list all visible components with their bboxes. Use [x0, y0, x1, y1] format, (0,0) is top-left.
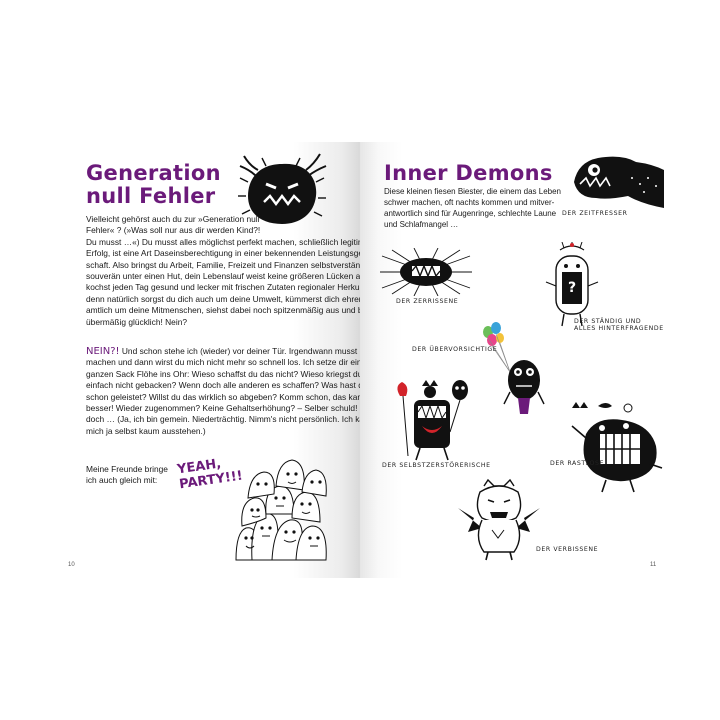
fuzzy-monster-icon: [238, 153, 327, 224]
left-page-title: Generation null Fehler: [86, 161, 221, 208]
svg-text:?: ?: [568, 280, 576, 296]
book-spread: Generation null Fehler Vielleicht gehörs…: [56, 142, 664, 578]
label-zeitfresser: DER ZEITFRESSER: [562, 210, 628, 217]
questioning-creature: ?: [545, 242, 599, 327]
nein-paragraph: NEIN?! Und schon stehe ich (wieder) vor …: [86, 346, 389, 436]
right-page: Inner Demons Diese kleinen fiesen Bieste…: [360, 142, 664, 578]
right-page-title: Inner Demons: [384, 161, 553, 185]
restless-creature: [571, 402, 663, 493]
right-intro-paragraph: Diese kleinen fiesen Biester, die einem …: [384, 187, 561, 229]
cautious-creature: [483, 322, 545, 414]
left-page: Generation null Fehler Vielleicht gehörs…: [56, 142, 389, 578]
label-staendig: DER STÄNDIG UND ALLES HINTERFRAGENDE: [574, 318, 664, 332]
time-eater-creature: [574, 156, 664, 208]
label-selbstzerstoererische: DER SELBSTZERSTÖRERISCHE: [382, 462, 491, 469]
label-verbissene: DER VERBISSENE: [536, 546, 599, 553]
label-uebervorsichtige: DER ÜBERVORSICHTIGE: [412, 346, 498, 353]
monster-crowd-doodle: [235, 459, 327, 561]
grim-creature: [458, 478, 540, 561]
self-destructive-creature: [397, 380, 468, 461]
friends-caption: Meine Freunde bringe ich auch gleich mit…: [86, 464, 168, 486]
torn-creature: [380, 248, 472, 296]
left-page-number: 10: [68, 562, 75, 568]
label-zerrissene: DER ZERRISSENE: [396, 298, 459, 305]
nein-word: NEIN?!: [86, 346, 120, 357]
intro-paragraph: Vielleicht gehörst auch du zur »Generati…: [86, 214, 382, 327]
right-page-number: 11: [650, 562, 657, 568]
label-rastlose: DER RASTLOSE: [550, 460, 605, 467]
